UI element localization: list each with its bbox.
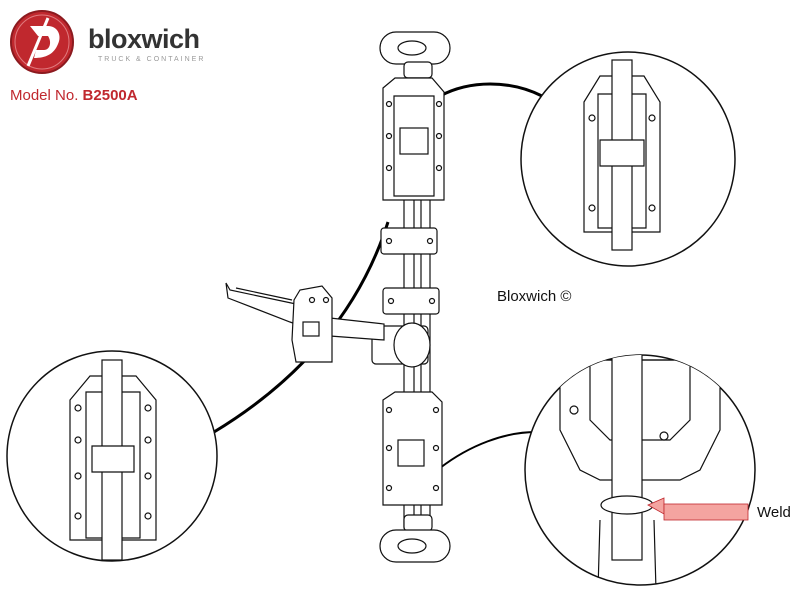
model-number: Model No. B2500A	[10, 87, 138, 104]
leader-line-top	[439, 82, 543, 98]
detail-circle-left	[6, 350, 218, 562]
brand-logo: bloxwich TRUCK & CONTAINER	[8, 6, 228, 78]
detail-circle-top-right	[520, 51, 736, 267]
locking-bar-assembly	[225, 31, 451, 563]
middle-guide-strap	[382, 287, 440, 315]
model-code: B2500A	[82, 87, 138, 104]
model-prefix: Model No.	[10, 87, 79, 104]
brand-tagline: TRUCK & CONTAINER	[98, 56, 206, 63]
leader-line-bottom	[439, 431, 537, 469]
weld-callout-bar	[663, 503, 749, 521]
copyright-label: Bloxwich ©	[497, 288, 572, 305]
bloxwich-logo-icon	[10, 10, 74, 74]
detail-circle-bottom-right	[524, 354, 756, 586]
brand-name: bloxwich	[88, 24, 200, 54]
upper-guide-strap	[380, 227, 438, 255]
weld-label: Weld	[757, 504, 791, 521]
